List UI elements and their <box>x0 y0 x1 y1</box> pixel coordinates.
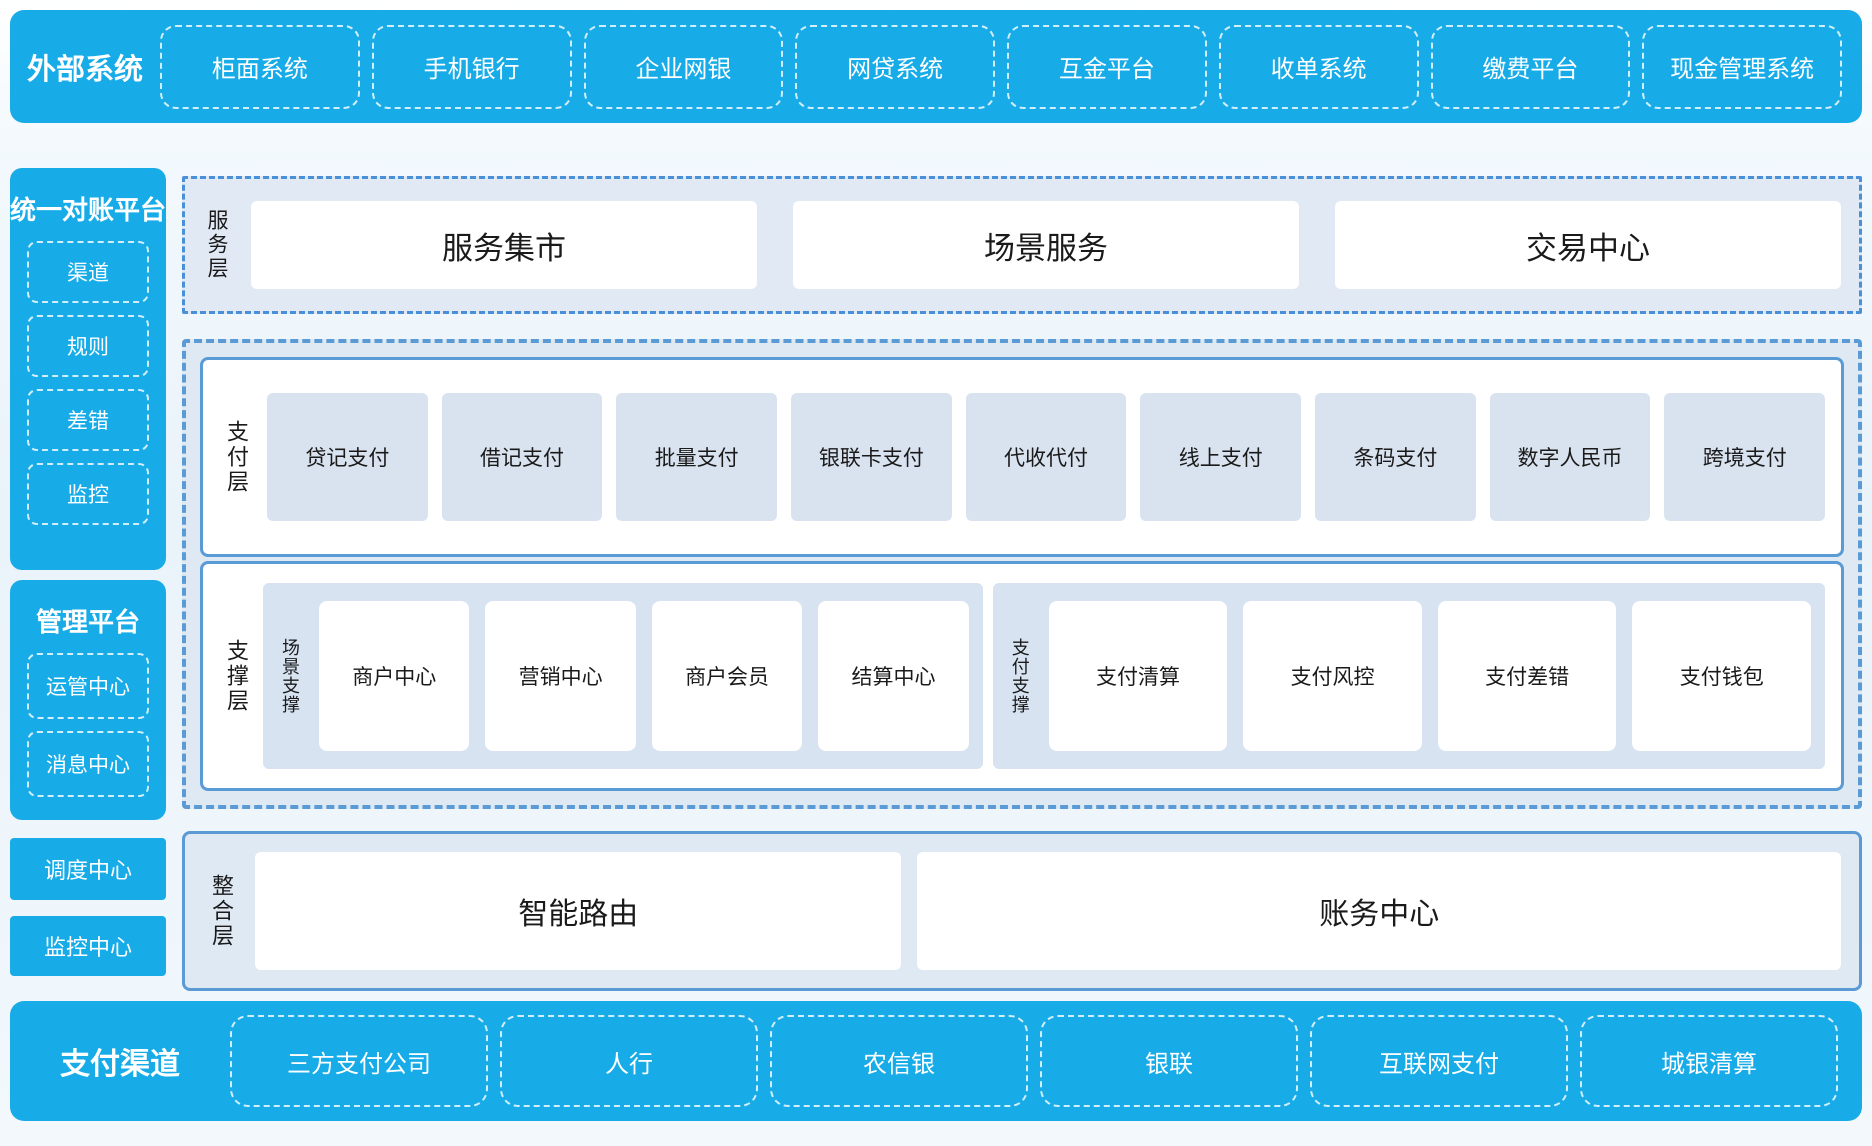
node-cash-management: 现金管理系统 <box>1642 24 1842 109</box>
node-mobile-banking: 手机银行 <box>371 24 572 109</box>
layers-column: 服务层 服务集市 场景服务 交易中心 支付层 贷记支付 借记支付 批量支付 银联… <box>182 168 1862 991</box>
node-acquiring-system: 收单系统 <box>1218 24 1419 109</box>
node-transaction-center: 交易中心 <box>1335 201 1842 289</box>
node-discrepancy: 差错 <box>27 389 149 451</box>
node-collection-payment: 代收代付 <box>965 393 1127 521</box>
reconciliation-platform-panel: 统一对账平台 渠道 规则 差错 监控 <box>10 168 167 570</box>
node-settlement-center: 结算中心 <box>818 601 969 751</box>
node-scenario-services: 场景服务 <box>793 201 1300 289</box>
reconciliation-platform-title: 统一对账平台 <box>10 195 167 225</box>
payment-channels-title: 支付渠道 <box>60 1048 180 1081</box>
external-systems-title: 外部系统 <box>26 53 143 86</box>
node-marketing-center: 营销中心 <box>485 601 636 751</box>
node-third-party-payment: 三方支付公司 <box>230 1015 488 1107</box>
node-cross-border-payment: 跨境支付 <box>1664 393 1826 521</box>
node-operations-center: 运管中心 <box>27 653 149 719</box>
service-layer-section: 服务层 服务集市 场景服务 交易中心 <box>182 176 1862 314</box>
node-counter-system: 柜面系统 <box>160 24 360 109</box>
management-platform-panel: 管理平台 运管中心 消息中心 <box>10 580 167 820</box>
node-pboc: 人行 <box>500 1015 758 1107</box>
support-layer-section: 支撑层 场景支撑 商户中心 营销中心 商户会员 结算中心 支付支撑 支付清算 支… <box>200 561 1844 791</box>
scenario-support-label: 场景支撑 <box>280 638 301 714</box>
scenario-support-group: 场景支撑 商户中心 营销中心 商户会员 结算中心 <box>263 583 983 769</box>
node-payment-discrepancy: 支付差错 <box>1437 601 1617 751</box>
diagram-body: 统一对账平台 渠道 规则 差错 监控 管理平台 运管中心 消息中心 调度中心 监… <box>10 168 1862 991</box>
integration-layer-section: 整合层 智能路由 账务中心 <box>182 831 1862 991</box>
node-barcode-payment: 条码支付 <box>1315 393 1476 521</box>
node-rules: 规则 <box>27 315 149 377</box>
node-bill-payment: 缴费平台 <box>1430 24 1631 109</box>
node-internet-payment: 互联网支付 <box>1310 1015 1568 1107</box>
node-payment-risk-control: 支付风控 <box>1243 601 1422 751</box>
external-systems-items: 柜面系统 手机银行 企业网银 网贷系统 互金平台 收单系统 缴费平台 现金管理系… <box>160 24 1842 109</box>
node-rural-credit-bank: 农信银 <box>770 1015 1028 1107</box>
management-platform-title: 管理平台 <box>36 607 141 637</box>
node-digital-rmb: 数字人民币 <box>1489 393 1651 521</box>
payment-layer-label: 支付层 <box>224 419 250 495</box>
service-layer-items: 服务集市 场景服务 交易中心 <box>251 201 1842 289</box>
node-channel: 渠道 <box>27 241 149 303</box>
node-online-lending: 网贷系统 <box>795 24 995 109</box>
node-accounting-center: 账务中心 <box>917 852 1841 970</box>
support-layer-label: 支撑层 <box>224 638 250 714</box>
node-smart-routing: 智能路由 <box>255 852 902 970</box>
node-credit-payment: 贷记支付 <box>267 393 428 521</box>
node-dispatch-center: 调度中心 <box>10 838 167 900</box>
node-payment-clearing: 支付清算 <box>1048 601 1228 751</box>
node-unionpay-card-payment: 银联卡支付 <box>791 393 952 521</box>
node-payment-wallet: 支付钱包 <box>1632 601 1812 751</box>
service-layer-label: 服务层 <box>205 209 229 281</box>
node-monitoring: 监控 <box>27 463 149 525</box>
node-merchant-membership: 商户会员 <box>651 601 803 751</box>
node-internet-finance: 互金平台 <box>1007 24 1207 109</box>
external-systems-bar: 外部系统 柜面系统 手机银行 企业网银 网贷系统 互金平台 收单系统 缴费平台 … <box>10 10 1862 123</box>
node-service-market: 服务集市 <box>251 201 758 289</box>
payment-channels-bar: 支付渠道 三方支付公司 人行 农信银 银联 互联网支付 城银清算 <box>10 1001 1862 1121</box>
payment-channels-items: 三方支付公司 人行 农信银 银联 互联网支付 城银清算 <box>230 1015 1838 1107</box>
node-batch-payment: 批量支付 <box>616 393 778 521</box>
node-monitor-center: 监控中心 <box>10 916 167 976</box>
payment-support-label: 支付支撑 <box>1009 638 1030 714</box>
node-debit-payment: 借记支付 <box>441 393 603 521</box>
node-unionpay: 银联 <box>1040 1015 1298 1107</box>
node-corporate-ebanking: 企业网银 <box>583 24 784 109</box>
integration-layer-label: 整合层 <box>209 873 235 949</box>
node-message-center: 消息中心 <box>27 731 149 797</box>
node-city-bank-clearing: 城银清算 <box>1580 1015 1838 1107</box>
payment-support-group: 支付支撑 支付清算 支付风控 支付差错 支付钱包 <box>992 583 1825 769</box>
left-platforms-column: 统一对账平台 渠道 规则 差错 监控 管理平台 运管中心 消息中心 调度中心 监… <box>10 168 167 991</box>
payment-layer-section: 支付层 贷记支付 借记支付 批量支付 银联卡支付 代收代付 线上支付 条码支付 … <box>200 357 1844 557</box>
core-layers-container: 支付层 贷记支付 借记支付 批量支付 银联卡支付 代收代付 线上支付 条码支付 … <box>182 339 1862 809</box>
node-merchant-center: 商户中心 <box>319 601 470 751</box>
node-online-payment: 线上支付 <box>1140 393 1302 521</box>
